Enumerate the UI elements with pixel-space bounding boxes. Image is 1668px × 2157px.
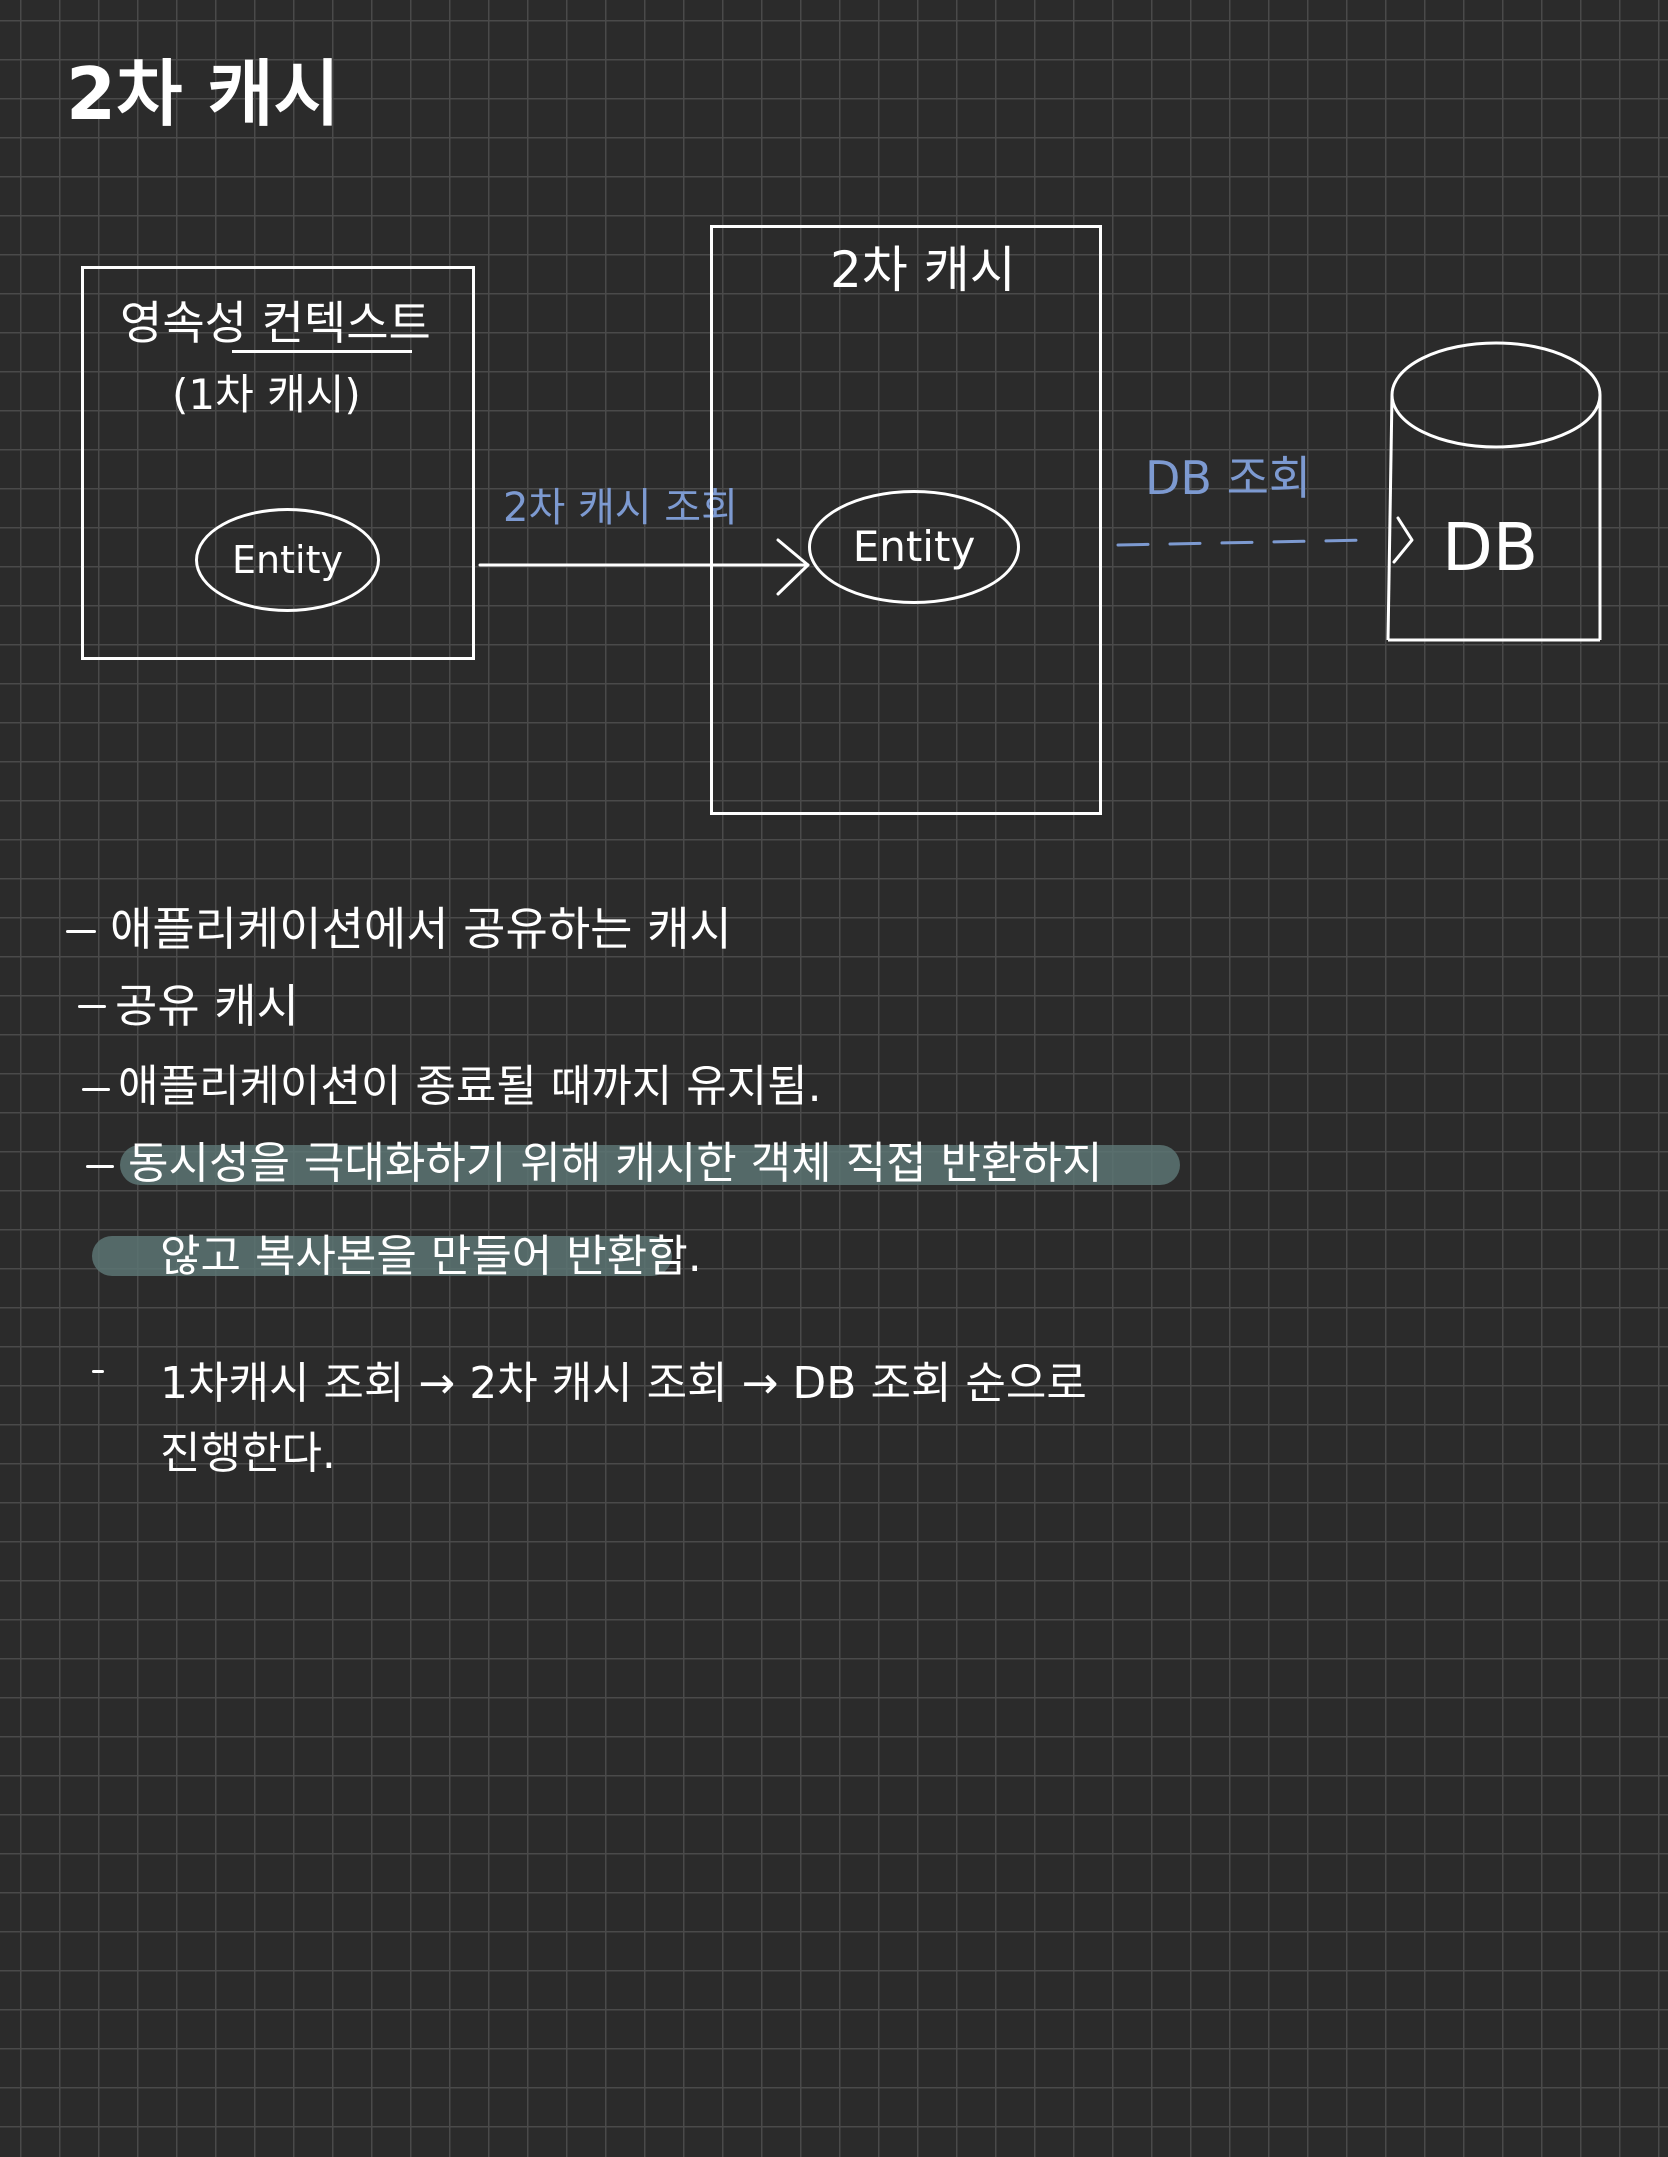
bullet-dash-1: [66, 930, 96, 933]
second-level-cache-box: [710, 225, 1102, 815]
note-7: 진행한다.: [160, 1428, 336, 1479]
persistence-context-sublabel: (1차 캐시): [172, 370, 361, 419]
note-3: 애플리케이션이 종료될 때까지 유지됨.: [118, 1061, 822, 1112]
highlight-bar-2: [92, 1236, 672, 1276]
second-level-entity-ellipse: Entity: [808, 490, 1020, 604]
note-2: 공유 캐시: [115, 979, 299, 1033]
persistence-context-underline: [232, 350, 412, 353]
bullet-dash-4: [86, 1165, 114, 1168]
note-5: 않고 복사본을 만들어 반환함.: [160, 1231, 702, 1282]
bullet-dash-3: [82, 1088, 110, 1091]
first-level-entity-ellipse: Entity: [195, 508, 380, 612]
note-4: 동시성을 극대화하기 위해 캐시한 객체 직접 반환하지: [128, 1138, 1103, 1189]
bullet-dash-2: [78, 1005, 106, 1008]
first-level-entity-label: Entity: [232, 538, 343, 582]
second-level-entity-label: Entity: [852, 522, 976, 571]
persistence-context-box: [81, 266, 475, 660]
bullet-dash-6: [92, 1370, 104, 1373]
page-title: 2차 캐시: [66, 52, 340, 136]
db-lookup-label: DB 조회: [1145, 451, 1312, 505]
second-cache-lookup-label: 2차 캐시 조회: [503, 485, 738, 531]
highlight-bar-1: [120, 1145, 1180, 1185]
second-level-cache-label: 2차 캐시: [830, 241, 1016, 299]
note-6: 1차캐시 조회 → 2차 캐시 조회 → DB 조회 순으로: [160, 1358, 1087, 1409]
database-label: DB: [1442, 509, 1539, 586]
note-1: 애플리케이션에서 공유하는 캐시: [110, 902, 732, 956]
persistence-context-label: 영속성 컨텍스트: [120, 296, 431, 350]
